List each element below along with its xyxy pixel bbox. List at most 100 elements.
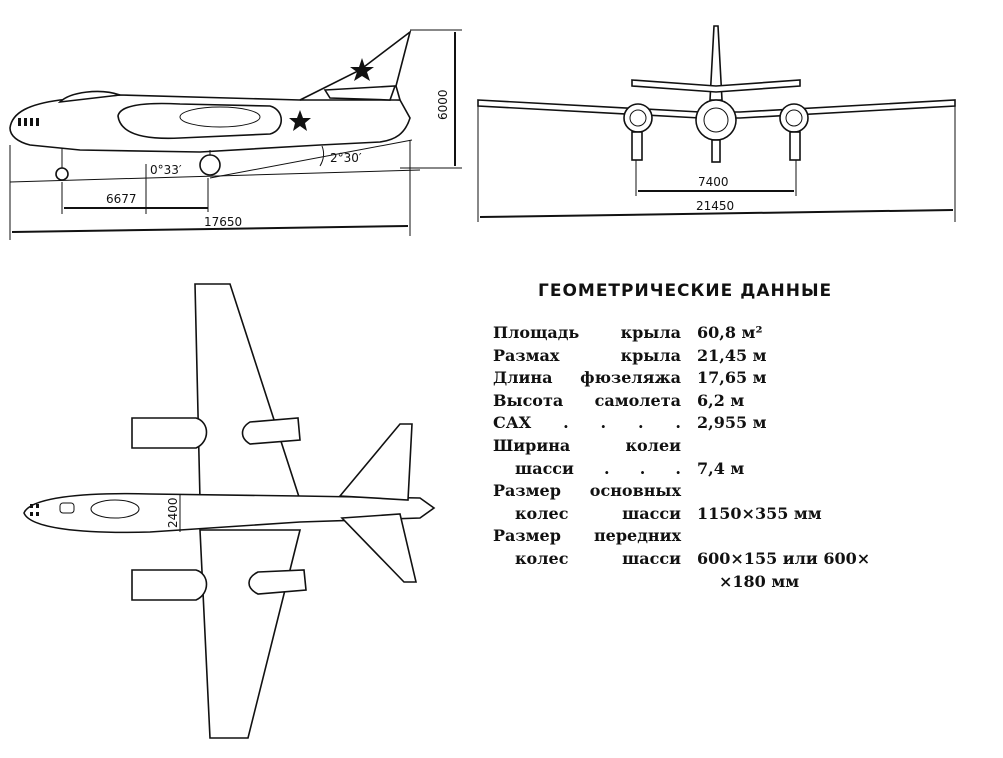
spec-label-word: . [637, 413, 644, 433]
spec-label-word: Размах [493, 345, 560, 365]
spec-value: 7,4 м [697, 458, 745, 478]
spec-row: Размах крыла 21,45 м [493, 345, 913, 368]
spec-label-word: . [675, 458, 681, 478]
front-right-engine-inlet [785, 109, 803, 127]
spec-label-word: . [563, 413, 569, 433]
side-canopy [57, 90, 121, 104]
spec-label: Размах крыла [493, 345, 681, 368]
front-right-gear [789, 131, 801, 161]
side-wheelbase-label: 6677 [106, 192, 137, 206]
spec-label-word: шасси [622, 503, 681, 523]
spec-label: Площадь крыла [493, 322, 681, 345]
front-right-engine [779, 103, 809, 133]
spec-label-word: Размер [493, 481, 561, 501]
spec-label-word: Размер [493, 526, 561, 546]
spec-label-word: шасси [622, 548, 681, 568]
spec-row: колес шасси 1150×355 мм [493, 503, 913, 526]
spec-row: шасси... 7,4 м [493, 458, 913, 481]
side-angle-small-label: 0°33′ [150, 163, 182, 177]
spec-value: 21,45 м [697, 345, 767, 365]
spec-label-word: . [675, 413, 681, 433]
spec-label-word: передних [593, 526, 681, 546]
plan-view: 2400 [23, 283, 436, 739]
plan-lower-wing [199, 529, 302, 739]
geometry-title: ГЕОМЕТРИЧЕСКИЕ ДАННЫЕ [538, 281, 833, 301]
plan-upper-stabilizer [338, 423, 413, 501]
spec-label-word: САХ [493, 413, 532, 433]
spec-label-word: колес [515, 503, 569, 523]
side-angle-tail-arc [319, 145, 325, 167]
spec-label-word: крыла [620, 323, 681, 342]
spec-label-word: фюзеляжа [580, 368, 681, 388]
spec-label-word: основных [589, 481, 681, 501]
spec-label: шасси... [493, 458, 681, 481]
spec-label-word: крыла [620, 345, 681, 365]
spec-label-word: Высота [493, 390, 564, 410]
side-angle-tail-label: 2°30′ [330, 151, 362, 165]
spec-value: 1150×355 мм [697, 503, 822, 523]
spec-label: колес шасси [493, 503, 681, 526]
front-tail-fin [709, 25, 723, 101]
spec-value: ×180 мм [719, 571, 800, 591]
side-fuselage-star [289, 110, 311, 131]
spec-label: САХ.... [493, 412, 681, 435]
spec-label-word: . [604, 458, 610, 478]
spec-label: Размер основных [493, 480, 681, 503]
side-length-label: 17650 [204, 215, 242, 229]
side-fin-star [350, 58, 374, 81]
spec-row: Размер основных [493, 480, 913, 503]
plan-window-1 [59, 502, 75, 514]
front-left-gear [631, 131, 643, 161]
front-nose-gear [711, 139, 721, 163]
spec-label: Размер передних [493, 525, 681, 548]
front-view: 7400 21450 [477, 25, 956, 222]
spec-label-word: . [600, 413, 607, 433]
plan-upper-wing [194, 283, 302, 501]
spec-label: Длина фюзеляжа [493, 367, 681, 390]
spec-label-word: самолета [594, 390, 681, 410]
side-tail-clearance-line [209, 139, 413, 179]
side-nose-wheel [55, 167, 69, 181]
spec-row: Высота самолета 6,2 м [493, 390, 913, 413]
spec-value: 60,8 м² [697, 323, 763, 342]
spec-label: Высота самолета [493, 390, 681, 413]
spec-row: Размер передних [493, 525, 913, 548]
front-stabilizer [631, 79, 801, 93]
spec-label-word: Площадь [493, 323, 580, 342]
side-view: 6000 6677 17650 0°33′ 2°30′ [9, 29, 462, 240]
plan-upper-engine-left [131, 417, 208, 449]
side-length-dim-line [11, 225, 409, 233]
front-left-engine [623, 103, 653, 133]
front-left-engine-inlet [629, 109, 647, 127]
side-nose-windows [18, 118, 39, 126]
spec-label-word: Ширина [493, 435, 571, 455]
spec-label-word: шасси [515, 458, 574, 478]
side-ground-line [9, 169, 421, 183]
plan-lower-engine-right [248, 569, 307, 595]
spec-value: 600×155 или 600× [697, 548, 871, 568]
plan-fuselage [23, 492, 436, 534]
spec-value: 2,955 м [697, 413, 767, 433]
side-stabilizer [323, 85, 397, 101]
spec-value: 6,2 м [697, 390, 745, 410]
spec-label-word: . [639, 458, 646, 478]
side-height-label: 6000 [436, 89, 450, 120]
plan-upper-engine-right [241, 417, 301, 445]
front-span-label: 21450 [696, 199, 734, 213]
spec-value: 17,65 м [697, 368, 767, 388]
front-fuselage-inner [703, 107, 729, 133]
plan-lower-engine-left [131, 569, 208, 601]
plan-lower-stabilizer [340, 513, 418, 583]
plan-width-label: 2400 [166, 497, 180, 528]
spec-label-word: Длина [493, 368, 553, 388]
plan-canopy [90, 499, 140, 519]
spec-row: Площадь крыла 60,8 м² [493, 322, 913, 345]
front-track-label: 7400 [698, 175, 729, 189]
geometry-spec-list: Площадь крыла 60,8 м² Размах крыла 21,45 м Дли… [493, 322, 913, 593]
plan-nose-windows [30, 504, 39, 516]
